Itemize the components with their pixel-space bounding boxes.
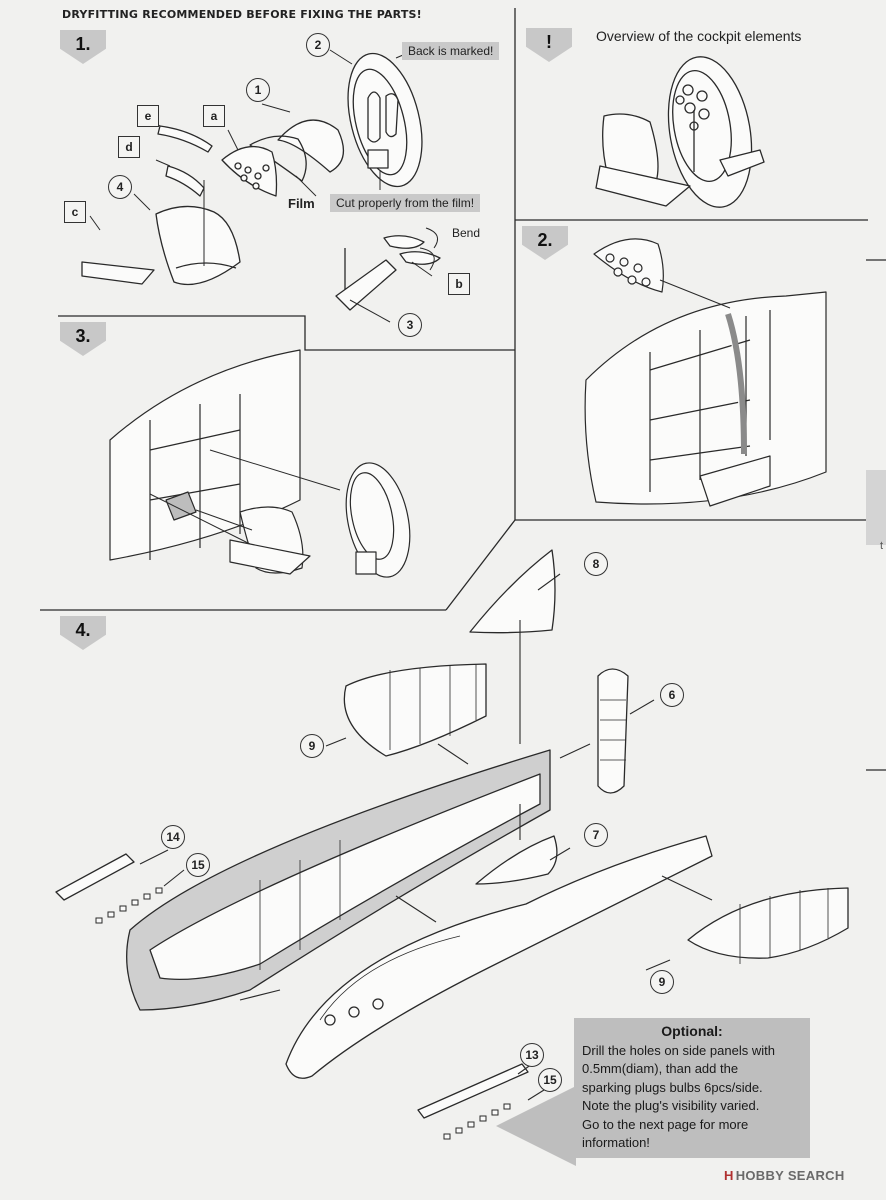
- part-callout-13: 13: [520, 1043, 544, 1067]
- part-callout-14: 14: [161, 825, 185, 849]
- exhaust-part-right: [417, 1063, 529, 1119]
- step-2-badge: 2.: [522, 226, 568, 260]
- part-callout-4: 4: [108, 175, 132, 199]
- bend-label: Bend: [452, 226, 481, 240]
- part-callout-b: b: [448, 273, 470, 295]
- overview-badge: !: [526, 28, 572, 62]
- part-callout-2: 2: [306, 33, 330, 57]
- cockpit-overview-drawing: [595, 56, 765, 208]
- optional-line-6: information!: [582, 1135, 650, 1150]
- cut-film-note: Cut properly from the film!: [330, 194, 481, 212]
- bracket-part: [165, 165, 205, 197]
- watermark-logo-icon: H: [724, 1168, 734, 1183]
- film-label: Film: [288, 196, 315, 211]
- exhaust-part-left: [55, 853, 135, 901]
- optional-line-3: sparking plugs bulbs 6pcs/side.: [582, 1079, 763, 1095]
- bulkhead-cutout-2: [385, 93, 399, 138]
- step-3-badge: 3.: [60, 322, 106, 356]
- part-callout-15-left: 15: [186, 853, 210, 877]
- optional-pointer: [496, 1086, 576, 1166]
- side-margin-letter: t: [880, 540, 884, 552]
- seat-part: [155, 205, 241, 286]
- part-callout-d: d: [118, 136, 140, 158]
- part-callout-c: c: [64, 201, 86, 223]
- control-column-part: [335, 259, 397, 311]
- stabilizer-left: [343, 663, 487, 757]
- step-4-badge: 4.: [60, 616, 106, 650]
- part-callout-8: 8: [584, 552, 608, 576]
- optional-note-box: Optional: Drill the holes on side panels…: [574, 1018, 810, 1158]
- pedal-part: [383, 235, 425, 249]
- part-callout-a: a: [203, 105, 225, 127]
- fin-part: [469, 549, 556, 634]
- side-tab: [866, 470, 886, 545]
- seat-frame-part: [81, 261, 155, 285]
- part-callout-1: 1: [246, 78, 270, 102]
- part-callout-6: 6: [660, 683, 684, 707]
- fillet-part: [475, 835, 558, 885]
- watermark-text: HOBBY SEARCH: [735, 1168, 845, 1183]
- rudder-bar-part: [157, 125, 213, 153]
- optional-line-2: 0.5mm(diam), than add the: [582, 1061, 739, 1076]
- spark-plug-parts: [95, 887, 511, 1140]
- overview-title: Overview of the cockpit elements: [596, 28, 802, 44]
- armour-plate-part: [277, 119, 345, 173]
- step4-fuselage-drawing: [55, 549, 849, 1119]
- part-callout-9-left: 9: [300, 734, 324, 758]
- optional-line-1: Drill the holes on side panels with: [582, 1042, 775, 1058]
- part-callout-9-right: 9: [650, 970, 674, 994]
- part-callout-3: 3: [398, 313, 422, 337]
- page-header: DRYFITTING RECOMMENDED BEFORE FIXING THE…: [62, 8, 422, 21]
- divider-diagonal: [445, 519, 516, 611]
- rudder-part: [597, 668, 629, 794]
- step-1-badge: 1.: [60, 30, 106, 64]
- optional-title: Optional:: [661, 1023, 723, 1039]
- optional-line-4: Note the plug's visibility varied.: [582, 1098, 760, 1113]
- step2-fuselage-drawing: [584, 238, 827, 507]
- divider-step3-top: [58, 315, 515, 351]
- step3-fuselage-drawing: [109, 349, 411, 578]
- optional-line-5: Go to the next page for more: [582, 1116, 749, 1132]
- part-callout-7: 7: [584, 823, 608, 847]
- stabilizer-right: [687, 887, 849, 959]
- part-callout-15-right: 15: [538, 1068, 562, 1092]
- back-marked-note: Back is marked!: [402, 42, 500, 60]
- part-callout-e: e: [137, 105, 159, 127]
- bulkhead-cutout: [367, 91, 381, 143]
- bulkhead-base: [367, 149, 389, 169]
